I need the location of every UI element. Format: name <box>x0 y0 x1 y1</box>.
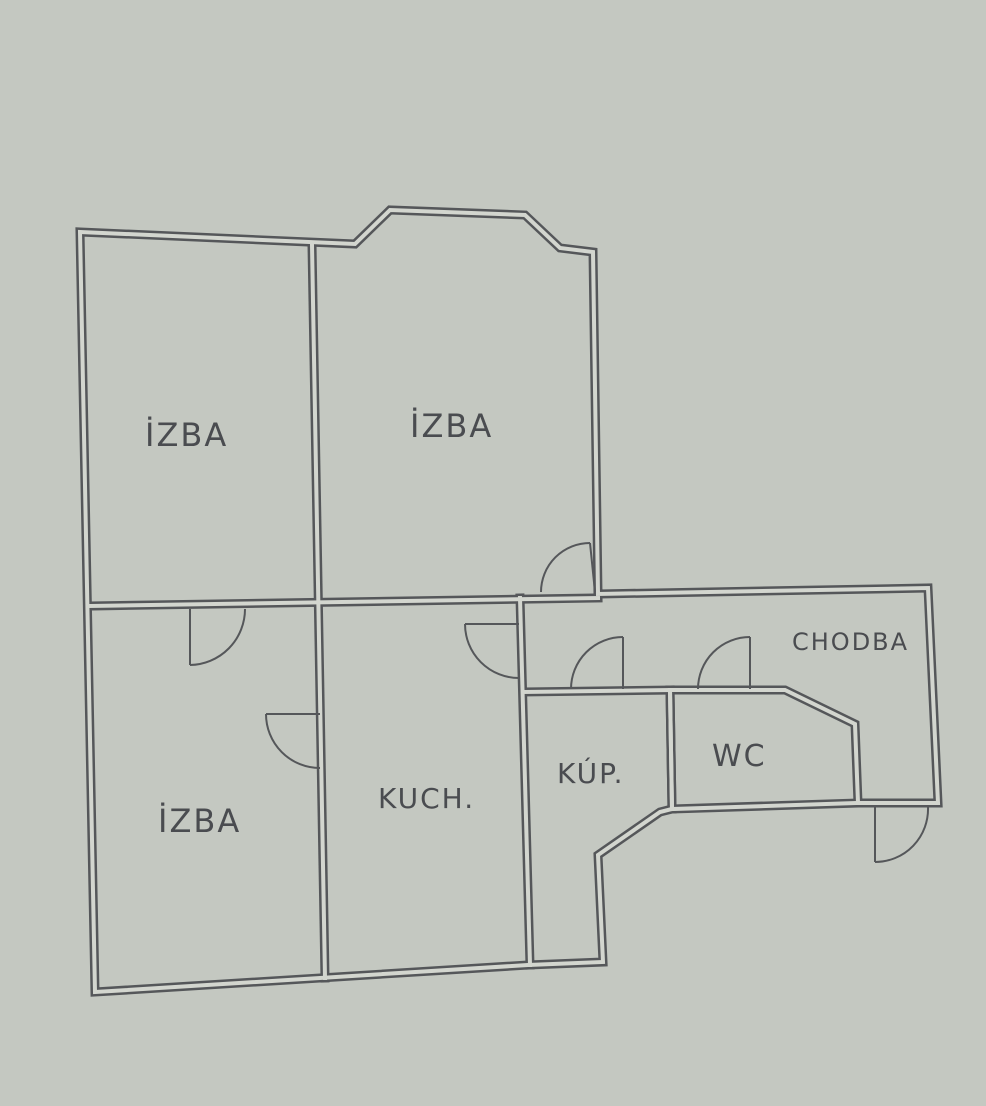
room-label-izba-top-right: İZBA <box>410 407 493 445</box>
door-swing-bathroom <box>570 636 624 690</box>
room-label-wc: WC <box>712 739 767 774</box>
door-swing-bottom-left-room-side <box>265 713 321 769</box>
walls <box>75 205 943 997</box>
room-labels: İZBA İZBA İZBA KUCH. KÚP. WC CHODBA <box>145 407 909 840</box>
door-swing-wc <box>697 636 751 690</box>
room-label-corridor: CHODBA <box>792 628 909 656</box>
room-label-izba-top-left: İZBA <box>145 416 228 454</box>
door-swing-entrance <box>874 806 930 863</box>
doors <box>189 542 930 863</box>
door-swing-kitchen <box>464 623 520 679</box>
room-label-bathroom: KÚP. <box>557 756 625 790</box>
room-label-kitchen: KUCH. <box>378 782 475 815</box>
room-label-izba-bottom-left: İZBA <box>158 802 241 840</box>
door-swing-bottom-left-room-top <box>189 608 246 666</box>
door-swing-top-right-room <box>540 542 596 593</box>
